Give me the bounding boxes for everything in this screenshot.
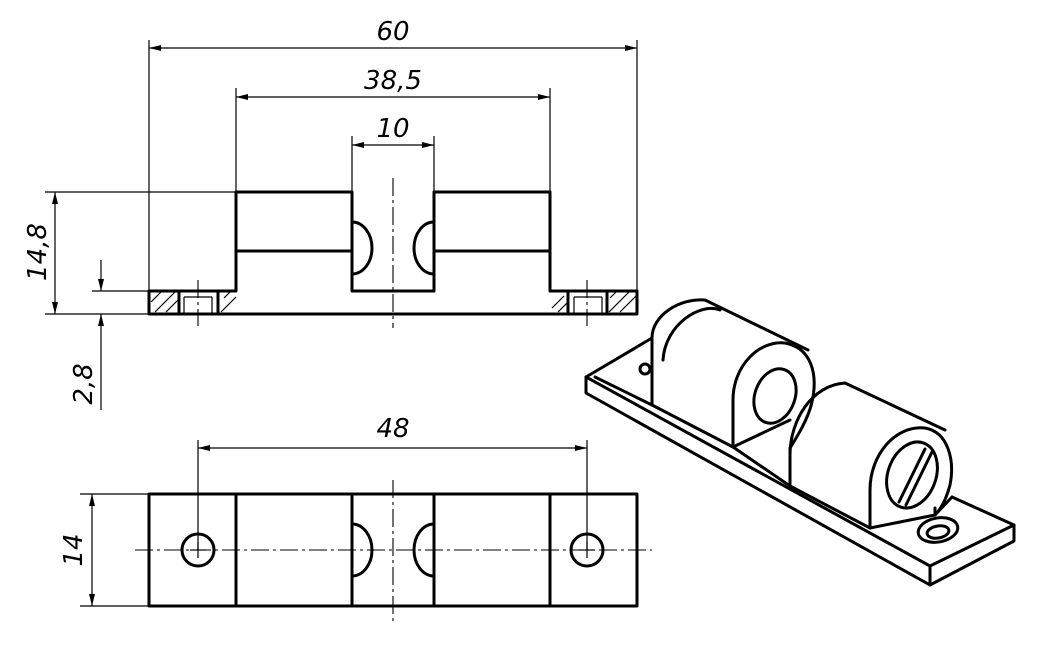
front-right-hole-section (551, 289, 637, 316)
dim-text-hole-spacing: 48 (376, 414, 409, 444)
front-left-ball (350, 220, 374, 276)
front-extension-lines (45, 40, 638, 315)
front-view: 60 38,5 10 14,8 2,8 (23, 17, 639, 410)
iso-screw-slot (897, 447, 934, 507)
iso-left-screw-hint (638, 362, 652, 376)
iso-left-bracket (650, 298, 810, 407)
dim-text-bracket-span: 38,5 (364, 66, 422, 96)
iso-right-screw-hole (916, 516, 960, 544)
dim-text-ball-gap: 10 (376, 114, 409, 144)
iso-left-roller-body (650, 307, 735, 449)
front-outline (147, 190, 639, 316)
front-left-hole-section (150, 289, 237, 316)
dim-text-overall-length: 60 (376, 17, 409, 47)
iso-right-roller-end (868, 426, 954, 530)
front-right-ball (412, 220, 436, 276)
iso-left-ball-hole (752, 367, 798, 425)
dim-text-base-thickness: 2,8 (69, 363, 99, 404)
iso-left-roller-end (731, 341, 816, 488)
iso-screw-head (885, 440, 939, 510)
iso-right-roller-body (788, 381, 947, 457)
isometric-view (584, 298, 1016, 587)
dim-text-width: 14 (59, 533, 89, 566)
dim-text-overall-height: 14,8 (23, 223, 53, 281)
top-view: 48 14 (59, 414, 652, 622)
